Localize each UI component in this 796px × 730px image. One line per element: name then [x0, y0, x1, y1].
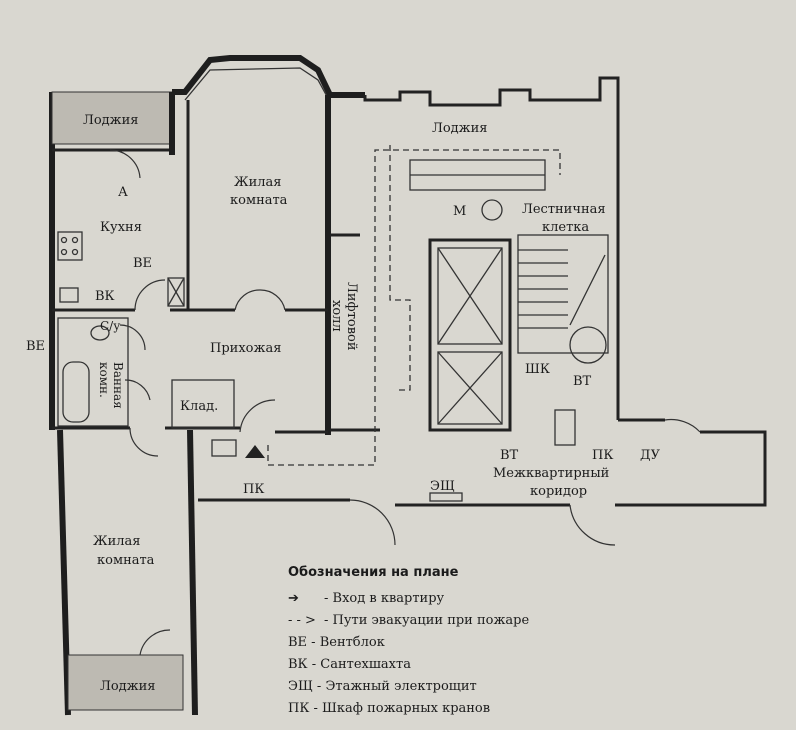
- legend-item: ЭЩ - Этажный электрощит: [288, 679, 477, 694]
- mark-eshch: ЭЩ: [430, 479, 455, 494]
- mark-vt-bottom: ВТ: [500, 448, 519, 463]
- mark-ve-left: ВЕ: [26, 339, 45, 354]
- dashed-arrow-icon: - - >: [288, 613, 316, 628]
- stair-treads: [518, 249, 568, 329]
- mark-vk: ВК: [95, 289, 115, 304]
- living-top-label-2: комната: [230, 193, 288, 208]
- mark-su: С/у: [100, 319, 120, 333]
- storage-label: Клад.: [180, 399, 218, 414]
- legend-evacuation: - - > - Пути эвакуации при пожаре: [288, 610, 588, 632]
- lift-hall-label-1: Лифтовой: [344, 282, 359, 351]
- loggia-bottom-label: Лоджия: [100, 679, 156, 694]
- corridor-label-1: Межквартирный: [493, 466, 609, 481]
- living-top-label-1: Жилая: [234, 175, 281, 190]
- hallway-label: Прихожая: [210, 341, 281, 356]
- mark-vt-top: ВТ: [573, 374, 592, 389]
- mark-a: А: [118, 185, 128, 200]
- legend-entrance: ➔ - Вход в квартиру: [288, 588, 588, 610]
- loggia-top-left-label: Лоджия: [83, 113, 139, 128]
- stairwell-label-2: клетка: [542, 220, 589, 235]
- lift-hall-label-2: холл: [329, 300, 344, 332]
- legend-item: ВЕ - Вентблок: [288, 635, 385, 650]
- mark-du: ДУ: [640, 448, 661, 463]
- stairwell-label-1: Лестничная: [522, 202, 606, 217]
- solid-arrow-icon: ➔: [288, 591, 299, 606]
- mark-shk: ШК: [525, 362, 550, 377]
- legend: Обозначения на плане ➔- Вход в квартиру …: [288, 562, 588, 720]
- legend-title: Обозначения на плане: [288, 565, 459, 580]
- legend-entrance-text: - Вход в квартиру: [324, 591, 445, 606]
- apartment-walls: [49, 55, 365, 716]
- mark-pk-bottom: ПК: [243, 482, 264, 497]
- bathroom-label-1: Ванная: [111, 362, 125, 409]
- kitchen-label: Кухня: [100, 220, 142, 235]
- legend-evacuation-text: - Пути эвакуации при пожаре: [324, 613, 530, 628]
- mark-ve-kitchen: ВЕ: [133, 256, 152, 271]
- loggia-top-right-label: Лоджия: [432, 121, 488, 136]
- common-area-walls: [198, 76, 767, 546]
- living-bottom-label-1: Жилая: [93, 534, 140, 549]
- legend-item: ВК - Сантехшахта: [288, 657, 411, 672]
- bathroom-label-2: комн.: [97, 362, 111, 398]
- doors: [109, 149, 286, 656]
- entrance-arrow-icon: [245, 445, 265, 458]
- living-bottom-label-2: комната: [97, 553, 155, 568]
- mark-pk-right: ПК: [592, 448, 613, 463]
- mark-m: М: [453, 204, 466, 219]
- legend-item: ПК - Шкаф пожарных кранов: [288, 701, 491, 716]
- corridor-label-2: коридор: [530, 484, 587, 499]
